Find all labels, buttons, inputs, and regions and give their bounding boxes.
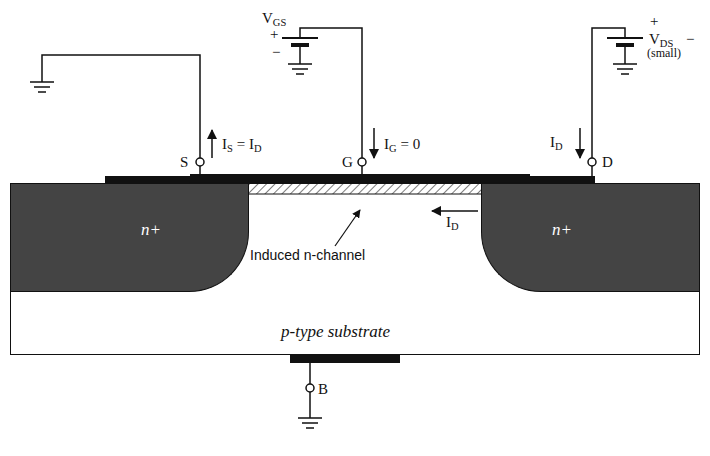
voltage-label: V xyxy=(649,31,660,47)
voltage-label: VGS xyxy=(262,10,286,29)
terminal-name: B xyxy=(318,381,328,398)
current-label: IS = ID xyxy=(222,136,262,155)
voltage-note: (small) xyxy=(647,46,681,60)
terminal xyxy=(358,158,366,166)
current-label: ID xyxy=(446,214,459,233)
callout-label: Induced n-channel xyxy=(250,247,365,263)
drain-wire xyxy=(592,28,625,158)
callout-label: Induced n-channel xyxy=(250,248,365,263)
subscript: D xyxy=(254,143,262,154)
polarity-sign: + xyxy=(650,13,658,29)
current-label: = I xyxy=(237,136,254,152)
current-label: I xyxy=(446,214,451,230)
current-label: I xyxy=(550,134,555,150)
voltage-label: V xyxy=(262,10,273,26)
terminal xyxy=(306,384,314,392)
polarity-sign: + xyxy=(650,13,658,30)
subscript: D xyxy=(451,221,459,232)
terminal-name: S xyxy=(180,154,188,171)
body-wire xyxy=(309,392,311,418)
battery-plate xyxy=(607,37,643,39)
current-arrow xyxy=(373,128,375,158)
terminal-name: B xyxy=(318,381,328,397)
polarity-sign: − xyxy=(272,44,280,60)
doping-label: n+ xyxy=(552,220,572,240)
current-label: ID xyxy=(550,134,563,153)
ground-symbol xyxy=(613,64,637,74)
n-plus-region: n+ xyxy=(11,184,249,292)
body-contact xyxy=(290,355,400,363)
polarity-sign: − xyxy=(686,31,694,48)
polarity-sign: + xyxy=(270,26,278,42)
current-label: IG = 0 xyxy=(384,136,420,155)
battery-plate xyxy=(282,37,318,39)
n-plus-region: n+ xyxy=(481,184,699,292)
terminal-name: S xyxy=(180,154,188,170)
subscript: S xyxy=(227,143,233,154)
gate-metal xyxy=(190,174,530,183)
channel-current-arrow xyxy=(432,210,478,212)
polarity-sign: − xyxy=(686,31,694,47)
doping-label: n+ xyxy=(141,220,161,240)
body-wire xyxy=(309,363,311,384)
ground-symbol xyxy=(288,64,312,74)
ground-symbol xyxy=(298,418,322,428)
ground-symbol xyxy=(30,82,54,92)
source-ground-wire xyxy=(42,55,200,158)
battery-ground-wire xyxy=(299,45,301,64)
terminal xyxy=(588,158,596,166)
polarity-sign: + xyxy=(270,26,278,43)
terminal-name: D xyxy=(602,154,613,170)
terminal xyxy=(196,158,204,166)
battery-ground-wire xyxy=(624,45,626,64)
current-label: I xyxy=(384,136,389,152)
subscript: G xyxy=(389,143,397,154)
terminal-name: G xyxy=(342,154,353,170)
substrate-region: p-type substrate n+ n+ xyxy=(10,183,700,355)
subscript: D xyxy=(555,141,563,152)
current-arrow xyxy=(211,130,213,158)
terminal-name: D xyxy=(602,154,613,171)
region-label: p-type substrate xyxy=(281,322,390,342)
current-label: I xyxy=(222,136,227,152)
polarity-sign: − xyxy=(272,44,280,61)
leader-line xyxy=(335,210,360,246)
terminal-name: G xyxy=(342,154,353,171)
voltage-note: (small) xyxy=(647,47,681,60)
current-label: = 0 xyxy=(401,136,421,152)
gate-wire xyxy=(300,28,362,158)
current-arrow xyxy=(579,128,581,158)
